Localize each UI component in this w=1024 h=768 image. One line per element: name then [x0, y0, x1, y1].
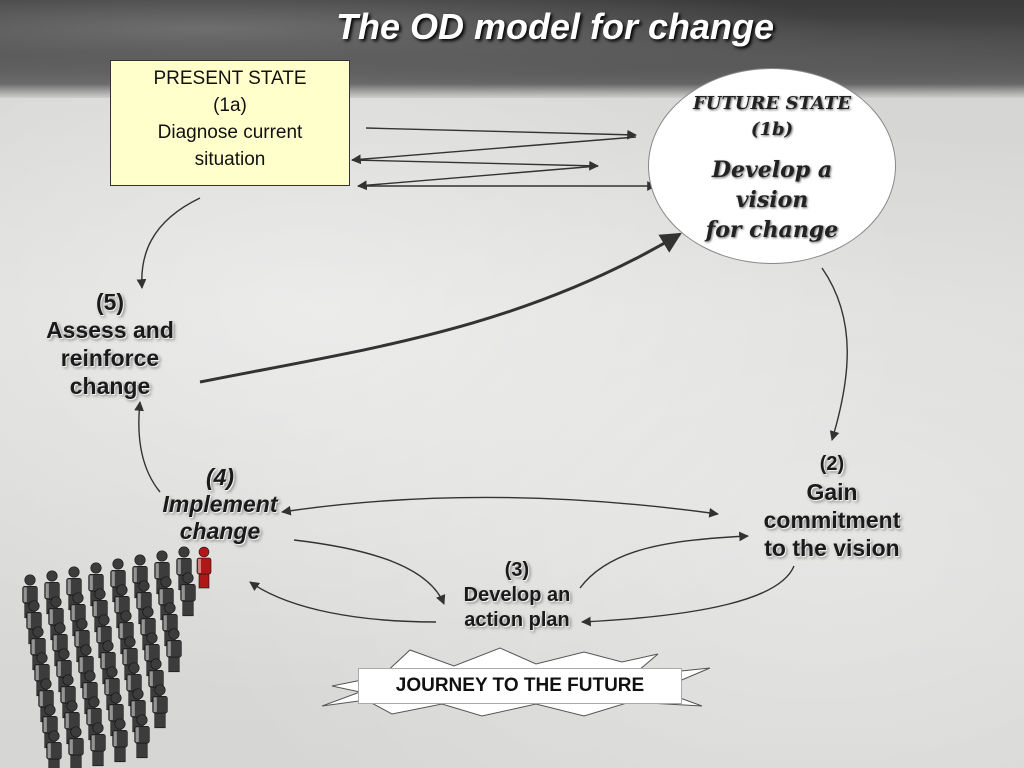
person-figure [70, 592, 86, 637]
stage-4-line: Implement [162, 491, 278, 517]
person-figure [88, 562, 104, 607]
person-figure [52, 622, 68, 667]
future-state-title: FUTURE STATE (1b) [649, 91, 895, 143]
arrow-stage-5-to-future [199, 232, 682, 384]
stage-2-line: commitment [763, 507, 901, 533]
future-state-vision-line: Develop a [711, 157, 833, 183]
stage-2-line: to the vision [764, 535, 900, 561]
arrow-stage-3-to-stage-2 [579, 531, 749, 589]
slide-title: The OD model for change [335, 6, 775, 47]
stage-3-line: Develop an [463, 584, 571, 606]
present-state-line: Diagnose current [157, 122, 303, 143]
present-state-line: (1a) [213, 95, 247, 116]
stage-2-line: Gain [806, 479, 858, 505]
stage-3-action-plan: (3) Develop an action plan [440, 558, 594, 633]
person-figure [30, 626, 46, 671]
arrow-stage-2-to-stage-3 [581, 565, 795, 627]
person-figure [112, 718, 128, 763]
person-figure [166, 628, 182, 673]
person-figure [130, 688, 146, 733]
people-crowd-icon [22, 546, 212, 768]
arrow-stage-4-to-stage-3 [293, 539, 446, 605]
arrow-future-to-present [351, 136, 637, 165]
person-figure [38, 678, 54, 723]
person-figure [56, 648, 72, 693]
person-figure [154, 550, 170, 595]
person-figure [68, 726, 84, 768]
arrow-present-to-future-2 [351, 159, 599, 171]
person-figure [158, 576, 174, 621]
person-figure [110, 558, 126, 603]
stage-5-line: Assess and [46, 317, 174, 343]
person-figure [92, 588, 108, 633]
stage-3-line: (3) [504, 559, 530, 581]
future-state-vision: Develop a vision for change [649, 155, 895, 245]
stage-3-line: action plan [464, 609, 570, 631]
person-figure [108, 692, 124, 737]
person-figure [86, 696, 102, 741]
arrow-present-to-future-1 [365, 127, 637, 140]
stage-4-implement: (4) Implement change [140, 464, 300, 545]
stage-4-line: change [179, 518, 261, 544]
arrow-stage-4-to-stage-5 [134, 401, 161, 493]
person-figure [90, 722, 106, 767]
arrow-stage-4-stage-2 [281, 496, 719, 518]
person-figure [44, 570, 60, 615]
person-figure [74, 618, 90, 663]
arrow-future-to-present-2 [357, 165, 599, 191]
future-state-oval: FUTURE STATE (1b) Develop a vision for c… [648, 68, 896, 264]
person-figure [64, 700, 80, 745]
present-state-line: situation [194, 149, 266, 170]
person-figure [46, 730, 62, 768]
stage-5-assess: (5) Assess and reinforce change [30, 288, 190, 400]
person-figure [176, 546, 192, 591]
stage-4-line: (4) [205, 464, 235, 490]
person-figure [134, 714, 150, 759]
arrow-future-to-stage-2 [821, 267, 848, 441]
present-state-box: PRESENT STATE (1a) Diagnose current situ… [110, 60, 350, 186]
stage-5-line: (5) [95, 289, 125, 315]
person-figure [180, 572, 196, 617]
future-state-vision-line: vision [735, 187, 809, 213]
future-state-title-line: (1b) [750, 119, 794, 140]
stage-5-line: reinforce [60, 345, 160, 371]
person-figure [48, 596, 64, 641]
stage-2-number: (2) [819, 453, 845, 475]
arrow-present-to-stage-5 [136, 197, 201, 289]
person-figure [26, 600, 42, 645]
person-figure [78, 644, 94, 689]
red-leader-figure-icon [196, 546, 212, 589]
future-state-vision-line: for change [705, 217, 839, 243]
person-figure [96, 614, 112, 659]
person-figure [152, 684, 168, 729]
stage-2-commitment: (2) Gain commitment to the vision [752, 450, 912, 562]
arrow-stage-3-to-stage-4 [249, 581, 437, 623]
present-state-line: PRESENT STATE [153, 68, 307, 89]
stage-5-line: change [69, 373, 151, 399]
future-state-title-line: FUTURE STATE [692, 93, 852, 114]
journey-label: JOURNEY TO THE FUTURE [358, 668, 682, 704]
